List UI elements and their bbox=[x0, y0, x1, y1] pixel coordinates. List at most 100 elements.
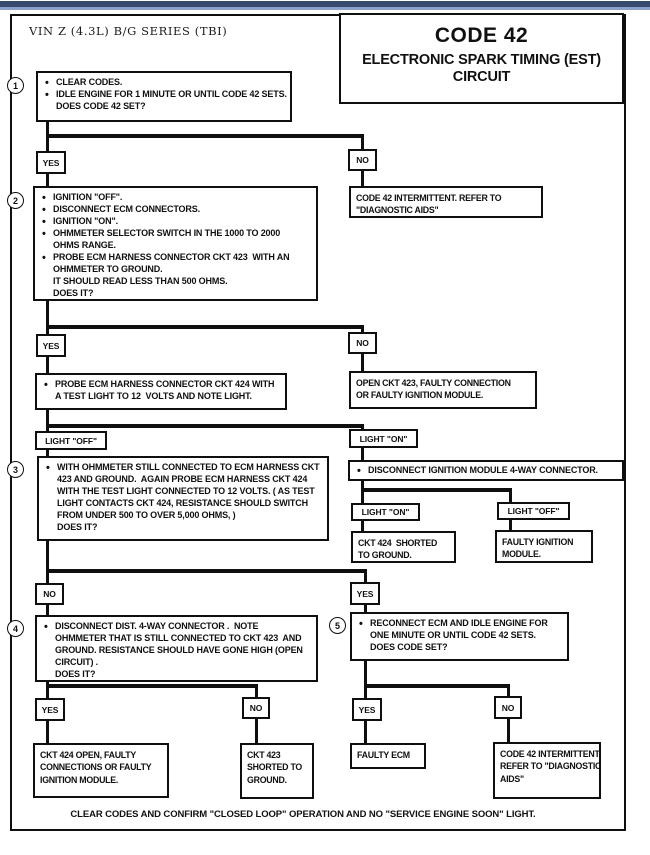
result-line: TO GROUND. bbox=[358, 550, 412, 561]
connector bbox=[46, 428, 49, 432]
connector bbox=[46, 605, 49, 615]
result-line: OR FAULTY IGNITION MODULE. bbox=[356, 390, 484, 401]
step-2-line: DOES IT? bbox=[53, 287, 94, 298]
connector bbox=[46, 138, 49, 151]
step-2-box: IGNITION "OFF". DISCONNECT ECM CONNECTOR… bbox=[33, 186, 318, 301]
result-line: CONNECTIONS OR FAULTY bbox=[40, 762, 152, 773]
result-line: MODULE. bbox=[502, 549, 541, 560]
connector bbox=[509, 492, 512, 502]
connector bbox=[46, 301, 49, 327]
step-5-line: DOES CODE SET? bbox=[370, 641, 448, 652]
connector bbox=[255, 719, 258, 743]
step-4-box: DISCONNECT DIST. 4-WAY CONNECTOR . NOTE … bbox=[35, 615, 318, 682]
result-line: CODE 42 INTERMITTENT. bbox=[500, 749, 601, 759]
result-faulty-ignition-module: FAULTY IGNITION MODULE. bbox=[495, 530, 593, 563]
result-code42-intermittent-bottom: CODE 42 INTERMITTENT. REFER TO "DIAGNOST… bbox=[493, 742, 601, 799]
step-3-line: 423 AND GROUND. AGAIN PROBE ECM HARNESS … bbox=[57, 473, 308, 484]
result-line: IGNITION MODULE. bbox=[40, 774, 119, 785]
connector bbox=[507, 719, 510, 742]
step-5-line: RECONNECT ECM AND IDLE ENGINE FOR bbox=[357, 617, 562, 632]
step-2-line: DISCONNECT ECM CONNECTORS. bbox=[40, 203, 311, 218]
connector bbox=[46, 450, 49, 457]
step-2-line: OHMS RANGE. bbox=[53, 239, 116, 250]
result-ckt423-shorted: CKT 423 SHORTED TO GROUND. bbox=[240, 743, 314, 799]
connector bbox=[46, 684, 258, 688]
connector bbox=[364, 688, 367, 698]
connector bbox=[361, 138, 364, 150]
step-4-line: OHMMETER THAT IS STILL CONNECTED TO CKT … bbox=[55, 632, 302, 643]
step-5-box: RECONNECT ECM AND IDLE ENGINE FOR ONE MI… bbox=[350, 612, 569, 661]
connector bbox=[46, 134, 364, 138]
probe-line: A TEST LIGHT TO 12 VOLTS AND NOTE LIGHT. bbox=[55, 390, 252, 401]
result-line: REFER TO "DIAGNOSTIC bbox=[500, 761, 602, 772]
step-4-line: CIRCUIT) . bbox=[55, 656, 98, 667]
connector bbox=[507, 688, 510, 696]
step-2-line: IT SHOULD READ LESS THAN 500 OHMS. bbox=[53, 275, 228, 286]
connector bbox=[361, 492, 364, 503]
page-subtitle-line1: ELECTRONIC SPARK TIMING (EST) bbox=[362, 52, 601, 69]
no-label-5: NO bbox=[494, 696, 522, 719]
window-top-bar-accent bbox=[0, 7, 650, 10]
page-title: CODE 42 bbox=[434, 24, 529, 47]
light-on-label-1: LIGHT "ON" bbox=[349, 429, 418, 448]
footer-instruction: CLEAR CODES AND CONFIRM "CLOSED LOOP" OP… bbox=[70, 809, 536, 820]
step-1-badge: 1 bbox=[7, 77, 24, 94]
result-open-ckt423: OPEN CKT 423, FAULTY CONNECTION OR FAULT… bbox=[349, 371, 537, 409]
result-line: CODE 42 INTERMITTENT. REFER TO bbox=[356, 193, 502, 203]
connector bbox=[46, 573, 49, 583]
no-label-4: NO bbox=[242, 697, 270, 719]
connector bbox=[364, 605, 367, 612]
result-line: CKT 424 OPEN, FAULTY bbox=[40, 750, 137, 760]
result-line: OPEN CKT 423, FAULTY CONNECTION bbox=[356, 378, 511, 388]
step-3-line: DOES IT? bbox=[57, 521, 98, 532]
step-3-line: WITH THE TEST LIGHT CONNECTED TO 12 VOLT… bbox=[57, 485, 315, 496]
connector bbox=[364, 721, 367, 743]
step-4-badge: 4 bbox=[7, 620, 24, 637]
step-2-line: IGNITION "ON". bbox=[40, 215, 311, 230]
connector bbox=[361, 521, 364, 531]
step-2-line: OHMMETER SELECTOR SWITCH IN THE 1000 TO … bbox=[40, 227, 311, 242]
no-label-2: NO bbox=[348, 332, 377, 354]
connector bbox=[361, 329, 364, 334]
connector bbox=[46, 569, 367, 573]
result-line: "DIAGNOSTIC AIDS" bbox=[356, 205, 439, 216]
connector bbox=[46, 174, 49, 187]
connector bbox=[46, 329, 49, 335]
connector bbox=[361, 481, 364, 490]
step-4-line: DISCONNECT DIST. 4-WAY CONNECTOR . NOTE bbox=[42, 620, 311, 635]
connector bbox=[46, 325, 364, 329]
step-2-badge: 2 bbox=[7, 192, 24, 209]
light-off-label-2: LIGHT "OFF" bbox=[497, 502, 570, 520]
result-line: CKT 423 bbox=[247, 750, 281, 760]
probe-line: PROBE ECM HARNESS CONNECTOR CKT 424 WITH bbox=[42, 378, 280, 393]
step-3-line: FROM UNDER 500 TO OVER 5,000 OHMS, ) bbox=[57, 509, 236, 520]
connector bbox=[46, 541, 49, 571]
yes-label-5: YES bbox=[352, 698, 382, 721]
page-border bbox=[10, 14, 626, 831]
result-line: GROUND. bbox=[247, 774, 287, 785]
step-1-box: CLEAR CODES. IDLE ENGINE FOR 1 MINUTE OR… bbox=[36, 71, 292, 122]
step-2-line: IGNITION "OFF". bbox=[40, 191, 311, 206]
step-5-badge: 5 bbox=[329, 617, 346, 634]
step-1-line: DOES CODE 42 SET? bbox=[56, 100, 146, 111]
page-subtitle-line2: CIRCUIT bbox=[452, 68, 511, 85]
connector bbox=[509, 520, 512, 530]
light-off-label-1: LIGHT "OFF" bbox=[35, 431, 107, 450]
connector bbox=[46, 410, 49, 426]
yes-label-4: YES bbox=[35, 698, 65, 721]
connector bbox=[361, 488, 512, 492]
step-4-line: DOES IT? bbox=[55, 668, 96, 679]
connector bbox=[364, 684, 510, 688]
connector bbox=[364, 661, 367, 686]
probe-ckt424-box: PROBE ECM HARNESS CONNECTOR CKT 424 WITH… bbox=[35, 373, 287, 410]
step-3-line: WITH OHMMETER STILL CONNECTED TO ECM HAR… bbox=[44, 461, 322, 476]
window-top-bar bbox=[0, 1, 650, 7]
result-ckt424-shorted: CKT 424 SHORTED TO GROUND. bbox=[351, 531, 456, 563]
step-1-line: IDLE ENGINE FOR 1 MINUTE OR UNTIL CODE 4… bbox=[43, 88, 287, 103]
step-2-line: PROBE ECM HARNESS CONNECTOR CKT 423 WITH… bbox=[40, 251, 311, 266]
step-1-line: CLEAR CODES. bbox=[43, 76, 285, 91]
yes-label-3: YES bbox=[350, 582, 380, 605]
result-line: CKT 424 SHORTED bbox=[358, 538, 438, 548]
disconnect-line: DISCONNECT IGNITION MODULE 4-WAY CONNECT… bbox=[355, 464, 617, 479]
